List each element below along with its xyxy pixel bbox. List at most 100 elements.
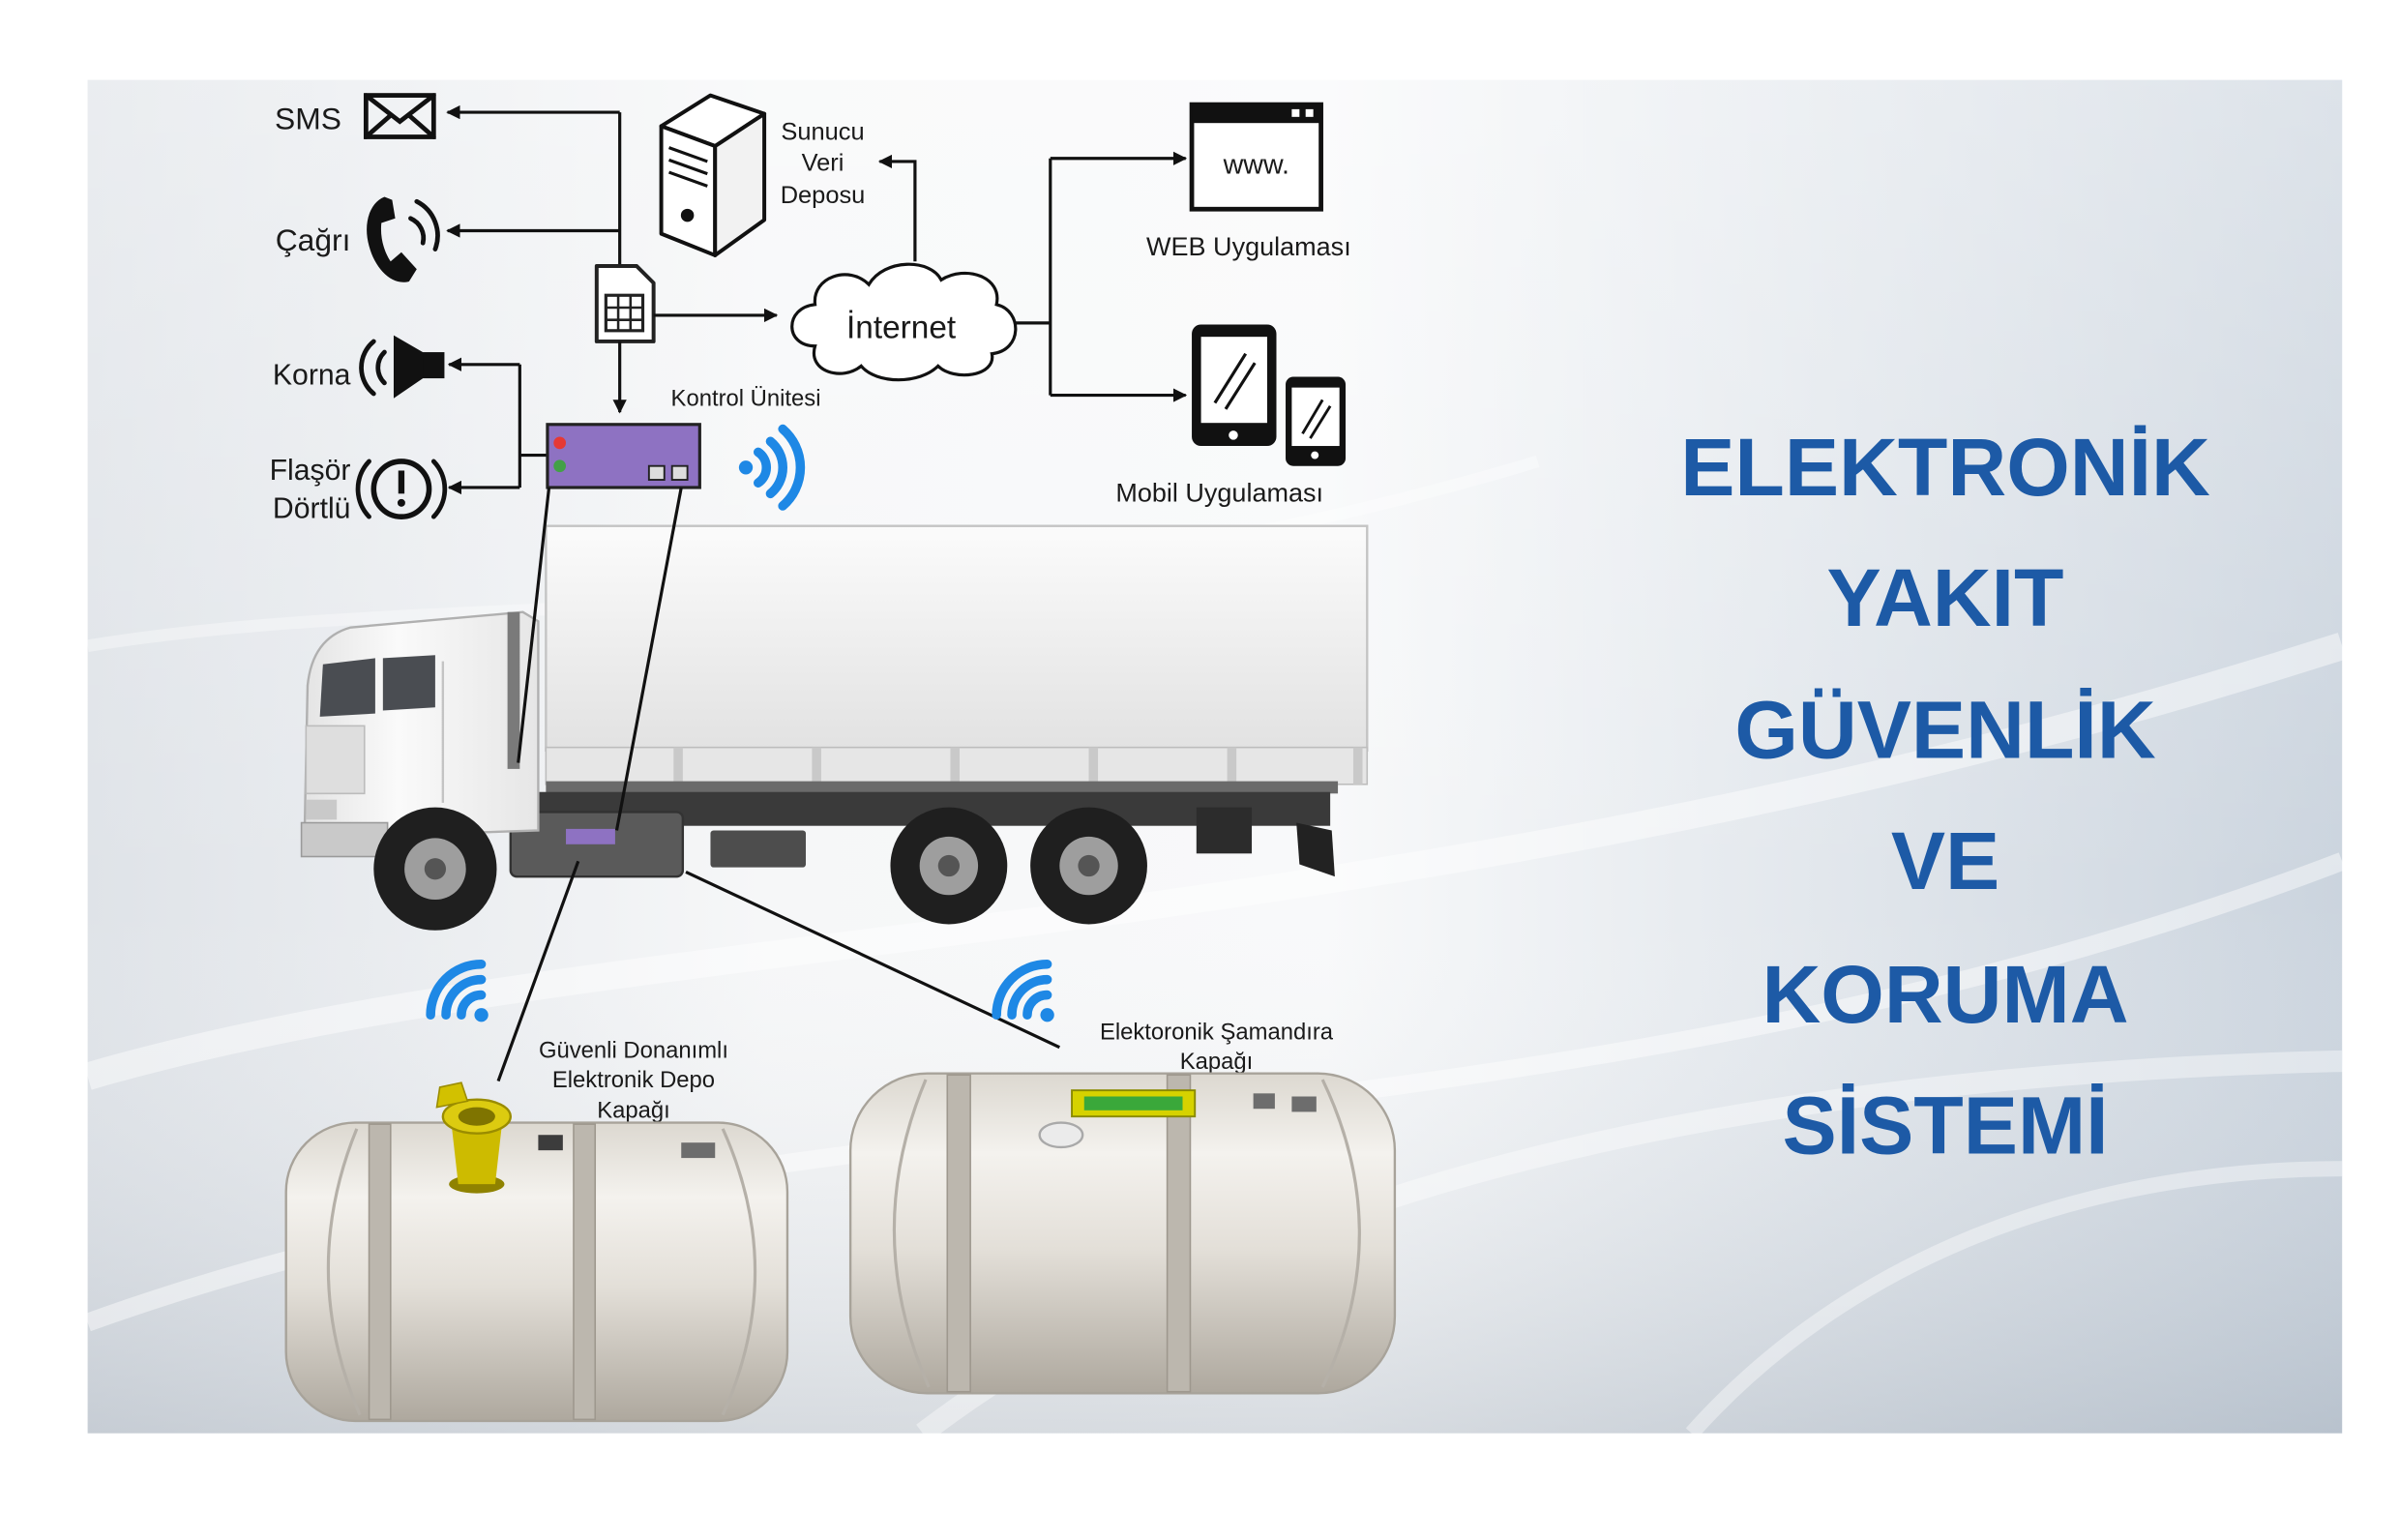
tank2-filler-cap [1038,1121,1084,1149]
tank-sensor-module [566,828,615,844]
envelope-flap [363,93,436,125]
browser-url-text: www. [1223,150,1289,181]
wifi-arc [992,960,1052,1021]
fuel-cap-icon [435,1081,512,1194]
tablet-screen-glare [1213,352,1257,410]
title-line-2: YAKIT [1827,552,2064,643]
server-icon [659,93,767,257]
tank1-label-line-2: Elektronik Depo [552,1067,715,1093]
mud-flap [1296,822,1335,877]
web-app: www. WEB Uygulaması [1146,102,1351,261]
wifi-arcs [992,960,1052,1021]
wifi-arc [1022,990,1052,1021]
wifi-arcs [753,424,806,511]
exhaust-stack [507,611,520,769]
internet-label: İnternet [846,311,957,346]
hazard-ring [370,459,432,519]
windshield [319,658,375,717]
front-wheel [373,807,497,931]
browser-button [1291,108,1300,117]
smartphone-screen [1291,387,1340,447]
tank2-end-face [892,1079,931,1388]
wifi-arc [778,424,806,511]
rear-wheel [890,807,1008,925]
control-to-cab-wire [517,487,551,763]
title-block: ELEKTRONİK YAKIT GÜVENLİK VE KORUMA SİST… [1680,422,2210,1170]
float-sensor-icon [1071,1089,1197,1118]
envelope-icon [363,93,436,139]
wifi-dot [474,1008,489,1022]
wifi-arc [753,447,771,488]
tablet-home-button [1229,430,1238,440]
mobile-app: Mobil Uygulaması [1115,324,1347,507]
browser-title-bar [1192,104,1321,124]
side-window [382,655,435,711]
rear-hub [937,854,960,877]
horn-body [421,352,445,379]
control-to-tank-wire [614,487,683,831]
wifi-arc [441,974,487,1021]
phone-handset [367,196,417,282]
tank2-bracket [1253,1093,1275,1110]
background-swoosh [83,633,2347,1090]
smartphone-home-button [1311,451,1319,459]
call-alert: Çağrı [276,196,620,282]
sim-chip-contacts [606,295,643,331]
smartphone-icon [1286,376,1347,466]
web-app-label: WEB Uygulaması [1146,232,1351,261]
status-led-green [553,459,567,473]
title-line-3: GÜVENLİK [1734,685,2155,776]
tank2-label-line-2: Kapağı [1180,1049,1254,1075]
trailer-underrail [546,781,1339,794]
envelope-body [363,93,436,139]
envelope-fold [363,112,436,139]
server-drive-bay [667,146,708,188]
server-label-line-2: Veri [802,149,844,176]
phone-sound-wave [408,216,427,246]
tank2-body [848,1072,1397,1395]
tank2-strap [946,1074,971,1393]
horn-sound-wave [375,349,387,386]
rear-hub [1078,854,1100,877]
tank1-bracket [681,1142,716,1159]
hazard-exclamation-dot [397,498,405,507]
horn-sound-wave [359,339,376,397]
server: Sunucu Veri Deposu [659,93,866,257]
sim-card-icon [594,264,656,343]
sms-alert: SMS [275,93,620,139]
wifi-arcs [426,960,487,1021]
tablet-icon [1192,324,1277,447]
sms-label: SMS [275,102,341,136]
tank1-body [284,1121,789,1423]
trailer-post [950,747,960,785]
title-line-1: ELEKTRONİK [1680,422,2210,513]
horn-icon [359,335,445,399]
hazard-wave-left [355,459,371,519]
server-side [713,111,767,257]
hazard-alert: Flaşör Dörtlü [270,455,520,525]
wifi-arc [1007,974,1052,1021]
smartphone-screen-glare [1301,399,1332,439]
sim-chip [604,293,645,333]
tank2-end-face [1320,1079,1361,1388]
trailer-box [545,524,1369,753]
server-front [659,124,718,257]
phone-sound-wave [414,198,440,252]
horn-label: Korna [273,359,351,391]
wifi-icon [738,424,806,511]
tank1-strap [573,1123,597,1421]
title-line-6: SİSTEMİ [1783,1080,2109,1170]
truck-icon [300,524,1369,931]
horn-cone [393,335,424,399]
hazard-exclamation-bar [398,470,405,494]
rear-light-bar [1196,807,1253,854]
trailer-post [812,747,821,785]
truck-to-tank1-wire [496,860,580,1082]
rear-wheel [1030,807,1147,925]
tank1-bracket [538,1135,563,1151]
sim-card-body [594,264,656,343]
fuel-tank-1: Güvenli Donanımlı Elektronik Depo Kapağı [284,1038,789,1423]
server-label-line-3: Deposu [781,182,866,209]
hazard-label-line-1: Flaşör [270,455,351,487]
wifi-arc [426,960,487,1021]
